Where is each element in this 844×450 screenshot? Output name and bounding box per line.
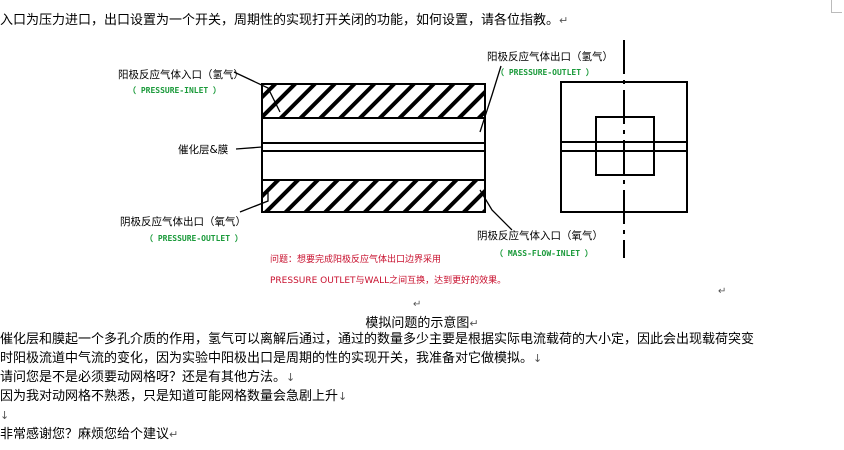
- body-text-p5: 非常感谢您？麻烦您给个建议: [0, 427, 170, 442]
- label-anode-outlet-bc: （ PRESSURE-OUTLET ）: [496, 67, 594, 77]
- body-line-1: 催化层和膜起一个多孔介质的作用，氢气可以离解后通过，通过的数量多少主要是根据实际…: [0, 331, 754, 349]
- label-cathode-outlet: 阴极反应气体出口（氧气）: [120, 215, 246, 228]
- figure-caption: 模拟问题的示意图↵: [0, 312, 844, 331]
- paragraph-mark: ↵: [469, 317, 479, 330]
- fuel-cell-diagram: 阳极反应气体入口（氢气） （ PRESSURE-INLET ） 阳极反应气体出口…: [118, 40, 726, 310]
- channel-cross-section: [560, 40, 688, 258]
- body-line-6: 非常感谢您？麻烦您给个建议↵: [0, 426, 178, 444]
- body-text-p3: 因为我对动网格不熟悉，只是知道可能网格数量会急剧上升: [0, 389, 339, 404]
- body-text-p1a: 催化层和膜起一个多孔介质的作用，氢气可以离解后通过，通过的数量多少主要是根据实际…: [0, 332, 755, 347]
- intro-text: 入口为压力进口，出口设置为一个开关，周期性的实现打开关闭的功能，如何设置，请各位…: [0, 13, 560, 28]
- line-break-mark: ↓: [0, 409, 10, 422]
- question-line-1: 问题：想要完成阳极反应气体出口边界采用: [270, 253, 441, 265]
- line-break-mark: ↓: [338, 390, 348, 403]
- paragraph-mark: ↵: [169, 428, 179, 441]
- label-anode-inlet: 阳极反应气体入口（氢气）: [118, 68, 244, 81]
- label-anode-inlet-bc: （ PRESSURE-INLET ）: [128, 85, 221, 95]
- body-line-4: 因为我对动网格不熟悉，只是知道可能网格数量会急剧上升↓: [0, 388, 347, 406]
- channel-side-view: [261, 83, 486, 213]
- body-text-p1b: 时阳极流道中气流的变化，因为实验中阳极出口是周期的性的实现开关，我准备对它做模拟…: [0, 351, 534, 366]
- label-anode-outlet: 阳极反应气体出口（氢气）: [487, 50, 613, 63]
- label-catalyst-membrane: 催化层&膜: [178, 143, 229, 156]
- anode-hatch-top: [261, 83, 486, 119]
- label-cathode-inlet-bc: （ MASS-FLOW-INLET ）: [495, 248, 593, 258]
- page-corner-mark: [831, 0, 842, 13]
- label-cathode-outlet-bc: （ PRESSURE-OUTLET ）: [145, 233, 243, 243]
- paragraph-mark: ↵: [559, 14, 569, 27]
- intro-line: 入口为压力进口，出口设置为一个开关，周期性的实现打开关闭的功能，如何设置，请各位…: [0, 12, 568, 30]
- body-line-3: 请问您是不是必须要动网格呀？还是有其他方法。↓: [0, 369, 295, 387]
- caption-text: 模拟问题的示意图: [365, 316, 470, 331]
- line-break-mark: ↓: [533, 352, 543, 365]
- body-line-2: 时阳极流道中气流的变化，因为实验中阳极出口是周期的性的实现开关，我准备对它做模拟…: [0, 350, 542, 368]
- line-break-mark: ↓: [286, 371, 296, 384]
- diagram-para-mark: ↵: [413, 299, 421, 310]
- body-line-5: ↓: [0, 407, 9, 425]
- question-line-2: PRESSURE OUTLET与WALL之间互换，达到更好的效果。: [270, 274, 506, 286]
- cathode-hatch-bottom: [261, 179, 486, 213]
- diagram-para-mark-right: ↵: [718, 286, 726, 297]
- label-cathode-inlet: 阴极反应气体入口（氧气）: [477, 229, 603, 242]
- body-text-p2: 请问您是不是必须要动网格呀？还是有其他方法。: [0, 370, 287, 385]
